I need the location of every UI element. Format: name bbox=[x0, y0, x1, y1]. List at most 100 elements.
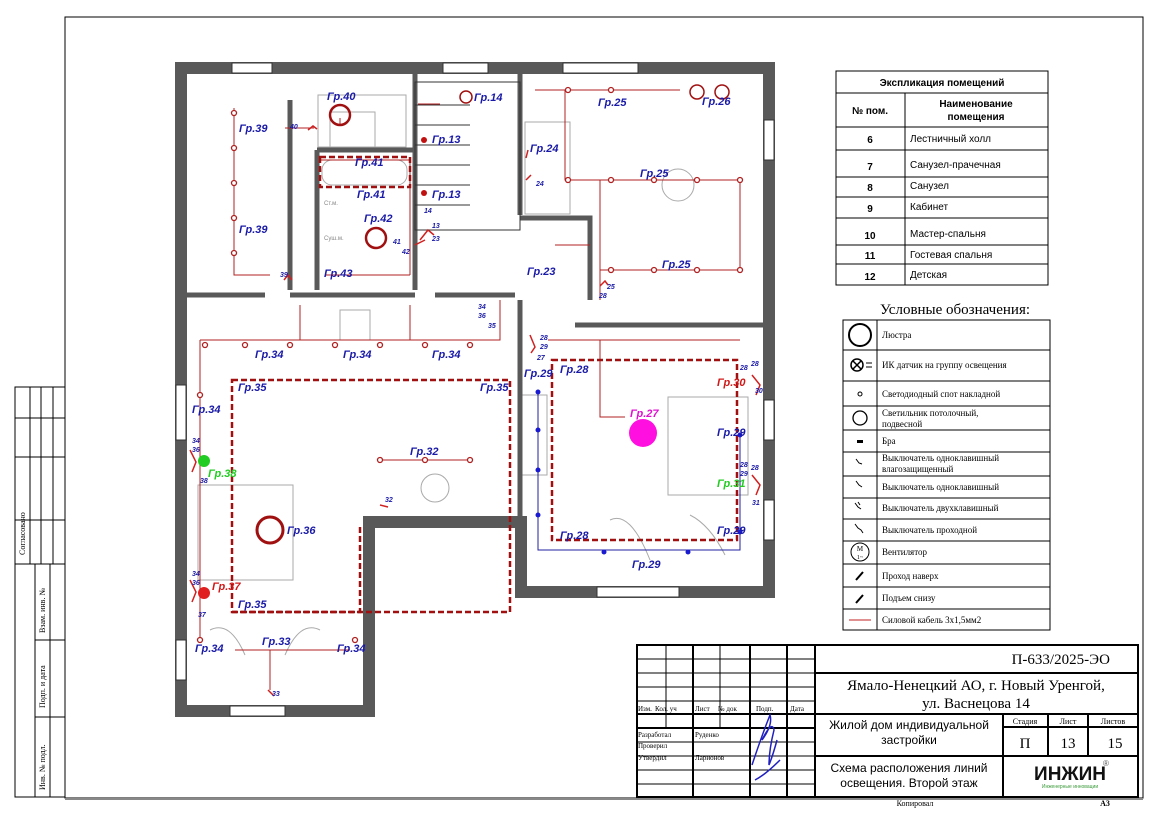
group-label: Гр.25 bbox=[662, 259, 691, 271]
chandelier-icon bbox=[364, 226, 388, 250]
light-fixtures bbox=[196, 84, 744, 644]
interior-walls bbox=[181, 68, 769, 590]
group-label: Гр.29 bbox=[632, 559, 661, 571]
room-num: 6 bbox=[867, 135, 873, 146]
chandelier-icon bbox=[848, 323, 872, 347]
circuit-number: 24 bbox=[535, 181, 544, 188]
role-checked: Проверил bbox=[638, 742, 668, 750]
side-stamp: Согласовано Взам. инв. № Подп. и дата Ин… bbox=[14, 386, 66, 798]
circuit-number: 25 bbox=[606, 284, 615, 291]
circuit-number: 39 bbox=[280, 272, 288, 279]
room-num: 7 bbox=[867, 162, 873, 173]
exterior-walls bbox=[175, 62, 775, 717]
sheet-header: Лист bbox=[1060, 717, 1077, 726]
group-label: Гр.29 bbox=[717, 525, 746, 537]
group-label: Гр.42 bbox=[364, 213, 393, 225]
lighting-wires bbox=[199, 89, 741, 690]
legend-title: Условные обозначения: bbox=[880, 302, 1030, 318]
sheet-value: 13 bbox=[1061, 736, 1076, 752]
circuit-number: 36 bbox=[192, 580, 200, 587]
legend-label: Вентилятор bbox=[882, 547, 928, 557]
agreed-label: Согласовано bbox=[18, 512, 27, 555]
legend-label: Проход наверх bbox=[882, 571, 939, 581]
group-label: Гр.41 bbox=[355, 157, 384, 169]
room-num: 10 bbox=[864, 231, 876, 242]
circuit-number: 35 bbox=[488, 323, 496, 330]
circuit-number: 14 bbox=[424, 208, 432, 215]
pass-up-icon bbox=[855, 571, 864, 581]
legend-label: Силовой кабель 3х1,5мм2 bbox=[882, 615, 981, 625]
name-developer: Руденко bbox=[695, 731, 719, 739]
circuit-number: 30 bbox=[755, 388, 763, 395]
circuit-number: 27 bbox=[536, 355, 546, 362]
group-label: Гр.41 bbox=[357, 189, 386, 201]
group-label: Гр.34 bbox=[255, 349, 284, 361]
group-label: Гр.37 bbox=[212, 581, 241, 593]
circuit-number: 36 bbox=[192, 447, 200, 454]
room-num: 9 bbox=[867, 204, 873, 215]
legend-label: Светодиодный спот накладной bbox=[882, 389, 1000, 399]
circuit-number: 13 bbox=[432, 223, 440, 230]
doc-code: П-633/2025-ЭО bbox=[1012, 652, 1111, 668]
circuit-number: 37 bbox=[198, 612, 207, 619]
col-sign: Подп. bbox=[756, 705, 774, 713]
room-num: 11 bbox=[865, 251, 876, 262]
room-name: Санузел bbox=[910, 181, 949, 192]
switch-single-icon bbox=[855, 480, 863, 488]
legend-label: Бра bbox=[882, 436, 896, 446]
group-label: Гр.40 bbox=[327, 91, 356, 103]
drawing-title-2: освещения. Второй этаж bbox=[840, 776, 977, 790]
switch-double-icon bbox=[854, 501, 862, 510]
room-explication-table: Экспликация помещений № пом. Наименовани… bbox=[835, 70, 1049, 286]
circuit-numbers: 40 39 14 13 23 41 42 24 25 28 34 36 35 2… bbox=[192, 124, 763, 698]
ceiling-light-icon bbox=[714, 84, 730, 100]
circuit-number: 29 bbox=[739, 471, 748, 478]
group-label: Гр.14 bbox=[474, 92, 503, 104]
room-num: 8 bbox=[867, 183, 873, 194]
group-label: Гр.36 bbox=[287, 525, 316, 537]
circuit-number: 42 bbox=[401, 249, 410, 256]
ceiling-light-icon bbox=[689, 84, 705, 100]
group-label: Гр.29 bbox=[717, 427, 746, 439]
circuit-number: 33 bbox=[272, 691, 280, 698]
ceiling-light-icon bbox=[459, 90, 473, 104]
circuit-number: 34 bbox=[192, 571, 200, 578]
object-line-2: застройки bbox=[881, 733, 937, 747]
col-doc: № док bbox=[718, 705, 737, 713]
explication-title: Экспликация помещений bbox=[880, 78, 1005, 89]
stage-value: П bbox=[1020, 736, 1031, 752]
switches bbox=[189, 125, 761, 697]
role-developed: Разработал bbox=[638, 731, 672, 739]
group-label: Гр.31 bbox=[717, 478, 746, 490]
group-label: Гр.26 bbox=[702, 96, 731, 108]
group-label: Гр.33 bbox=[262, 636, 291, 648]
circuit-number: 28 bbox=[750, 361, 759, 368]
group-label: Гр.39 bbox=[239, 123, 268, 135]
group-label: Гр.38 bbox=[208, 468, 237, 480]
fan-m-text: M bbox=[857, 545, 864, 553]
switch-waterproof-icon bbox=[855, 458, 863, 465]
group-label: Гр.25 bbox=[640, 168, 669, 180]
col-izm: Изм. bbox=[638, 705, 652, 713]
legend: Условные обозначения: M1~ Люстра ИК датч… bbox=[842, 302, 1051, 631]
group-label: Гр.13 bbox=[432, 189, 461, 201]
col-num-header: № пом. bbox=[852, 106, 888, 117]
sheets-value: 15 bbox=[1108, 736, 1123, 752]
circuit-number: 40 bbox=[289, 124, 298, 131]
group-label: Гр.27 bbox=[630, 408, 659, 420]
group-label: Гр.35 bbox=[238, 382, 267, 394]
group-label: Гр.35 bbox=[480, 382, 509, 394]
chandelier-icon bbox=[328, 103, 352, 127]
circuit-number: 23 bbox=[431, 236, 440, 243]
sign-date-label: Подп. и дата bbox=[38, 665, 47, 708]
group-label: Гр.32 bbox=[410, 446, 439, 458]
room-name: Гостевая спальня bbox=[910, 250, 992, 261]
address-line-2: ул. Васнецова 14 bbox=[922, 696, 1030, 712]
floor-plan: Ст.м. Суш.м. bbox=[175, 62, 775, 717]
fan-icon: M 1~ bbox=[850, 542, 870, 562]
group-label: Гр.23 bbox=[527, 266, 556, 278]
legend-label: Выключатель проходной bbox=[882, 525, 977, 535]
fan-1-text: 1~ bbox=[857, 555, 864, 561]
